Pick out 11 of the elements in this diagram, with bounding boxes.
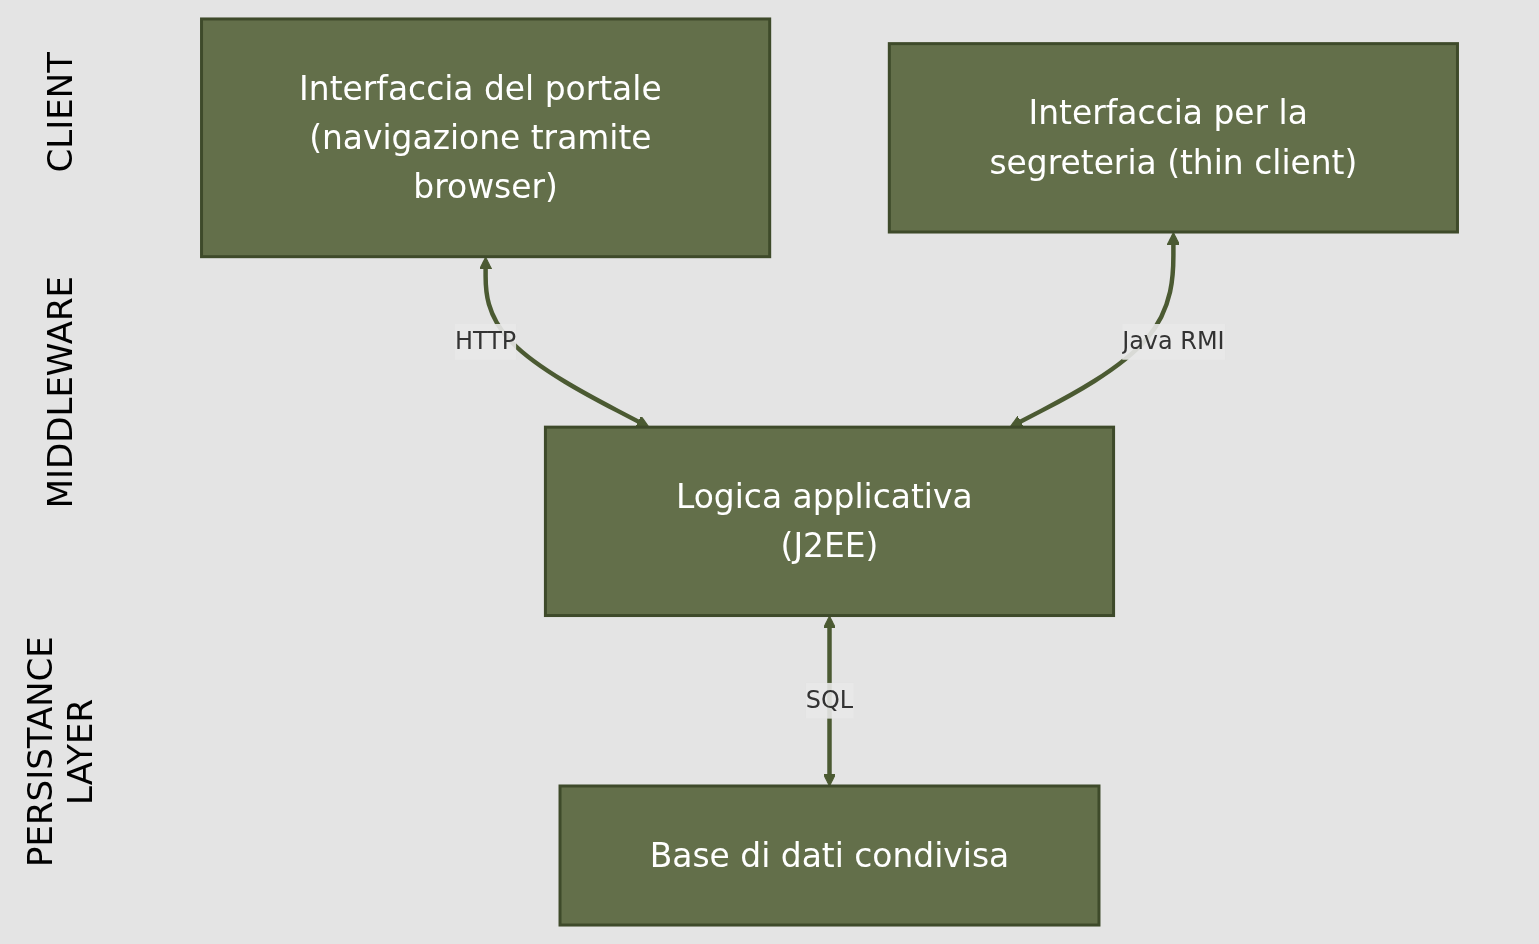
layer-label: CLIENT (40, 51, 80, 173)
arrow (479, 256, 650, 428)
node-box: Interfaccia del portale (navigazione tramite browser) (200, 17, 772, 259)
layer-label: MIDDLEWARE (40, 276, 80, 509)
node-box: Base di dati condivisa (558, 784, 1101, 927)
edge-label: Java RMI (1122, 326, 1225, 356)
edge-label: HTTP (454, 326, 517, 356)
layer-label: PERSISTANCE LAYER (20, 635, 100, 870)
edge-label: SQL (805, 685, 854, 715)
node-box: Interfaccia per la segreteria (thin client) (887, 42, 1459, 234)
node-box: Logica applicativa (J2EE) (543, 425, 1116, 618)
